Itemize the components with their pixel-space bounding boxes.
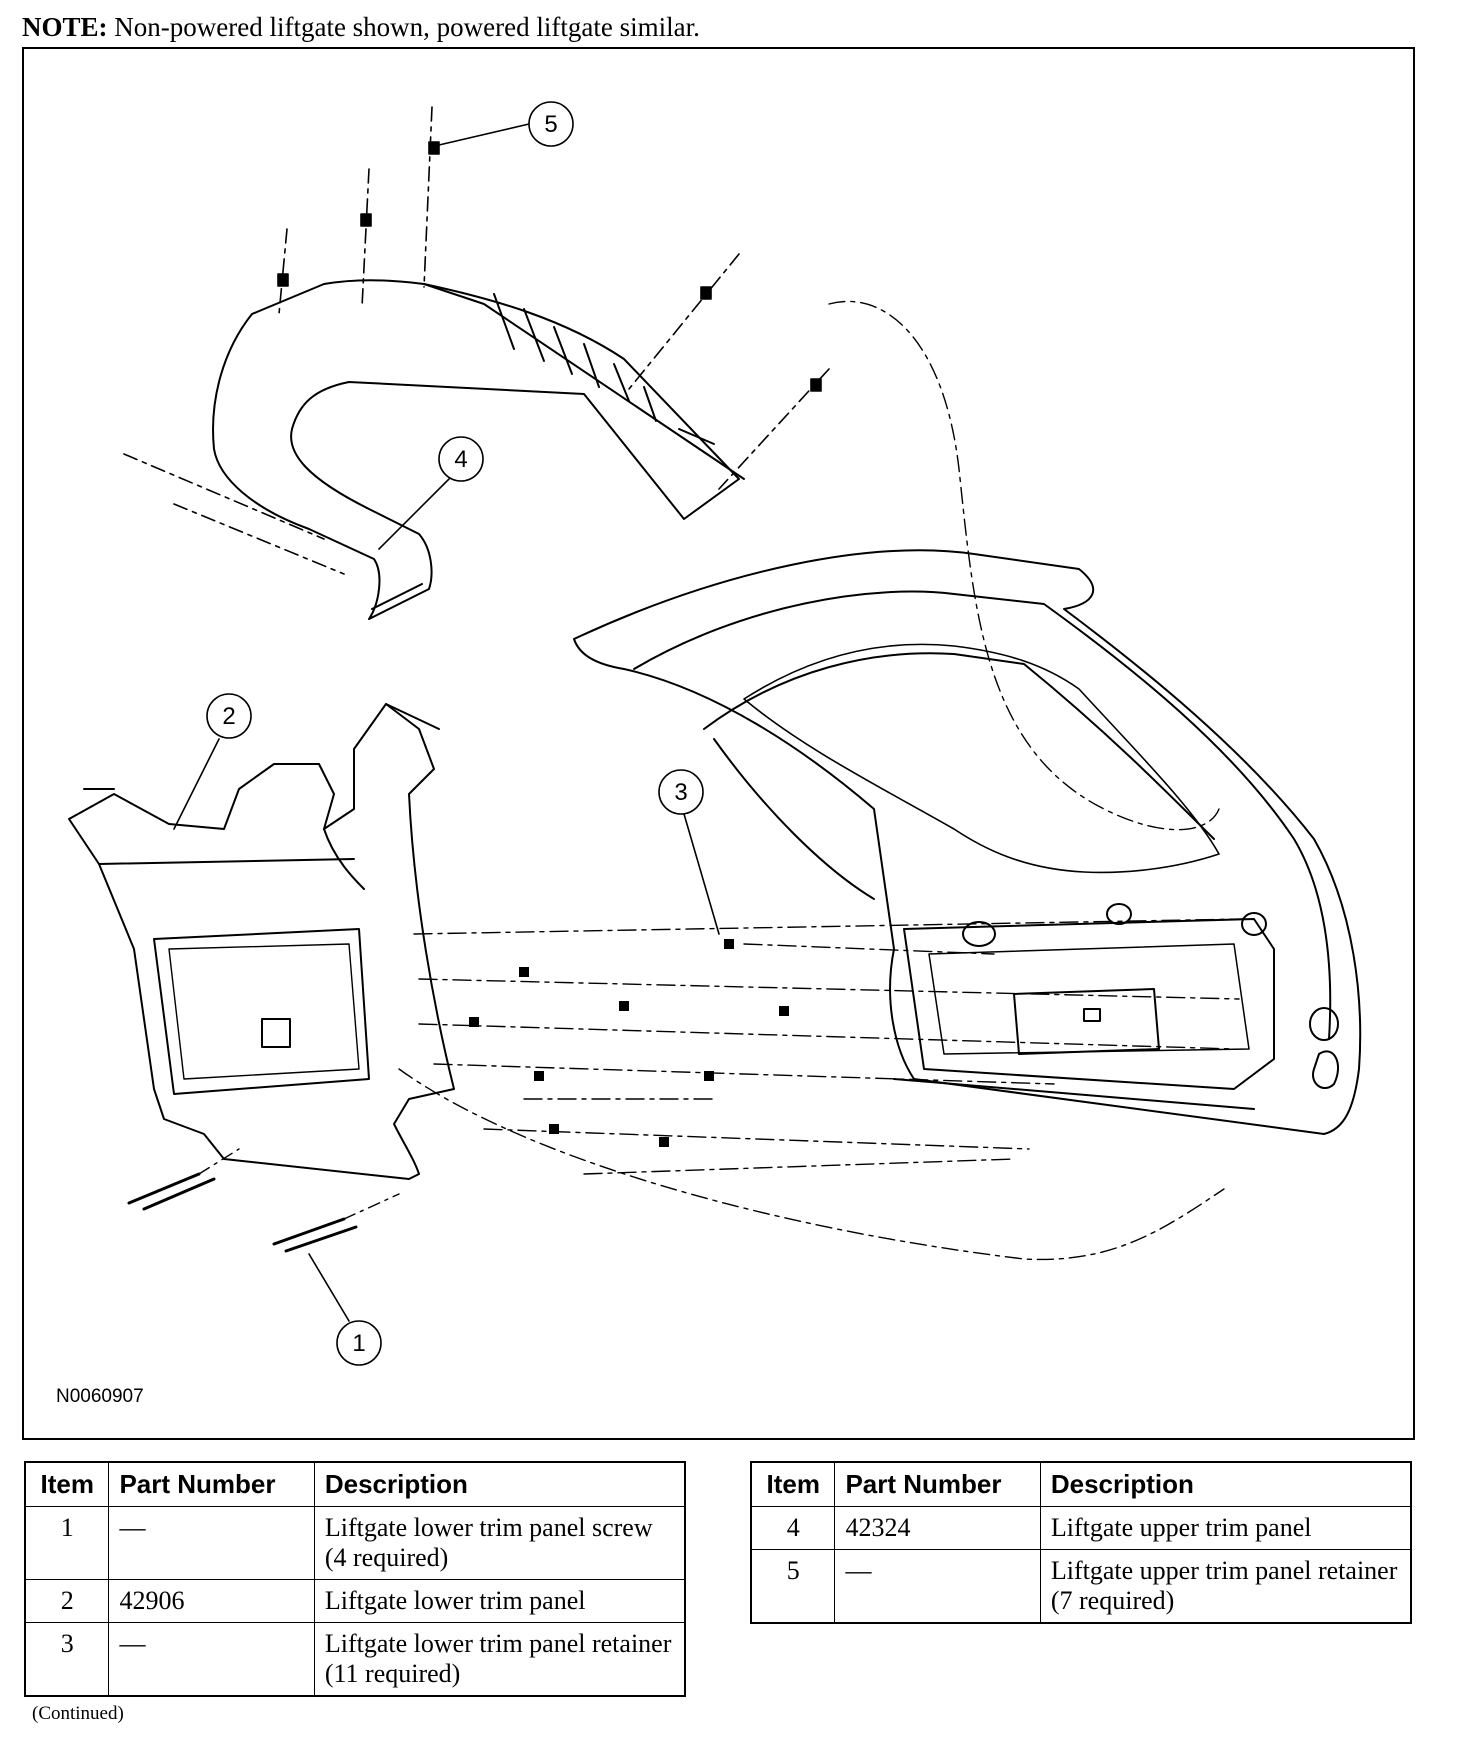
continued-label: (Continued)	[32, 1703, 124, 1724]
row-item: 4	[750, 1506, 836, 1550]
row-description: Liftgate upper trim panel	[1039, 1506, 1412, 1550]
lower-trim-panel	[68, 703, 455, 1180]
figure-id: N0060907	[56, 1386, 144, 1407]
callouts	[173, 101, 720, 1366]
screw-leaders	[198, 1148, 400, 1220]
row-item: 5	[750, 1549, 836, 1624]
upper-trim-panel	[212, 279, 745, 620]
note-text: Non-powered liftgate shown, powered lift…	[114, 12, 700, 42]
lower-retainer-lines	[413, 918, 1245, 1175]
callout-labels: 5 4 2 3 1	[222, 111, 687, 1357]
row-description: Liftgate lower trim panel retainer (11 r…	[313, 1622, 686, 1697]
lower-retainers	[469, 939, 789, 1147]
note: NOTE: Non-powered liftgate shown, powere…	[22, 10, 700, 44]
row-part-number: —	[834, 1549, 1041, 1624]
row-item: 1	[24, 1506, 110, 1580]
note-label: NOTE:	[22, 12, 108, 42]
table-header-row: Item Part Number Description	[750, 1461, 1412, 1507]
callout-5: 5	[544, 111, 557, 138]
callout-4: 4	[454, 446, 467, 473]
header-description: Description	[1039, 1461, 1412, 1507]
trim-screws	[127, 1172, 358, 1253]
row-description: Liftgate lower trim panel screw (4 requi…	[313, 1506, 686, 1580]
row-description: Liftgate upper trim panel retainer (7 re…	[1039, 1549, 1412, 1624]
header-part-number: Part Number	[108, 1461, 315, 1507]
table-row: 1 — Liftgate lower trim panel screw (4 r…	[24, 1506, 686, 1580]
reference-arcs	[398, 300, 1225, 1261]
table-row: 4 42324 Liftgate upper trim panel	[750, 1506, 1412, 1550]
row-item: 3	[24, 1622, 110, 1697]
table-header-row: Item Part Number Description	[24, 1461, 686, 1507]
row-part-number: —	[108, 1506, 315, 1580]
table-row: 2 42906 Liftgate lower trim panel	[24, 1579, 686, 1623]
table-row: 3 — Liftgate lower trim panel retainer (…	[24, 1622, 686, 1697]
parts-table-left: Item Part Number Description 1 — Liftgat…	[24, 1461, 686, 1697]
header-item: Item	[750, 1461, 836, 1507]
header-item: Item	[24, 1461, 110, 1507]
table-row: 5 — Liftgate upper trim panel retainer (…	[750, 1549, 1412, 1624]
callout-1: 1	[352, 1330, 365, 1357]
row-item: 2	[24, 1579, 110, 1623]
callout-2: 2	[222, 703, 235, 730]
row-part-number: —	[108, 1622, 315, 1697]
header-description: Description	[313, 1461, 686, 1507]
row-description: Liftgate lower trim panel	[313, 1579, 686, 1623]
exploded-diagram: 5 4 2 3 1 N0060907	[22, 47, 1415, 1440]
header-part-number: Part Number	[834, 1461, 1041, 1507]
parts-table-right: Item Part Number Description 4 42324 Lif…	[750, 1461, 1412, 1624]
row-part-number: 42324	[834, 1506, 1041, 1550]
callout-3: 3	[674, 779, 687, 806]
upper-retainers	[123, 106, 830, 575]
row-part-number: 42906	[108, 1579, 315, 1623]
diagram-drawing: 5 4 2 3 1	[68, 101, 1362, 1366]
